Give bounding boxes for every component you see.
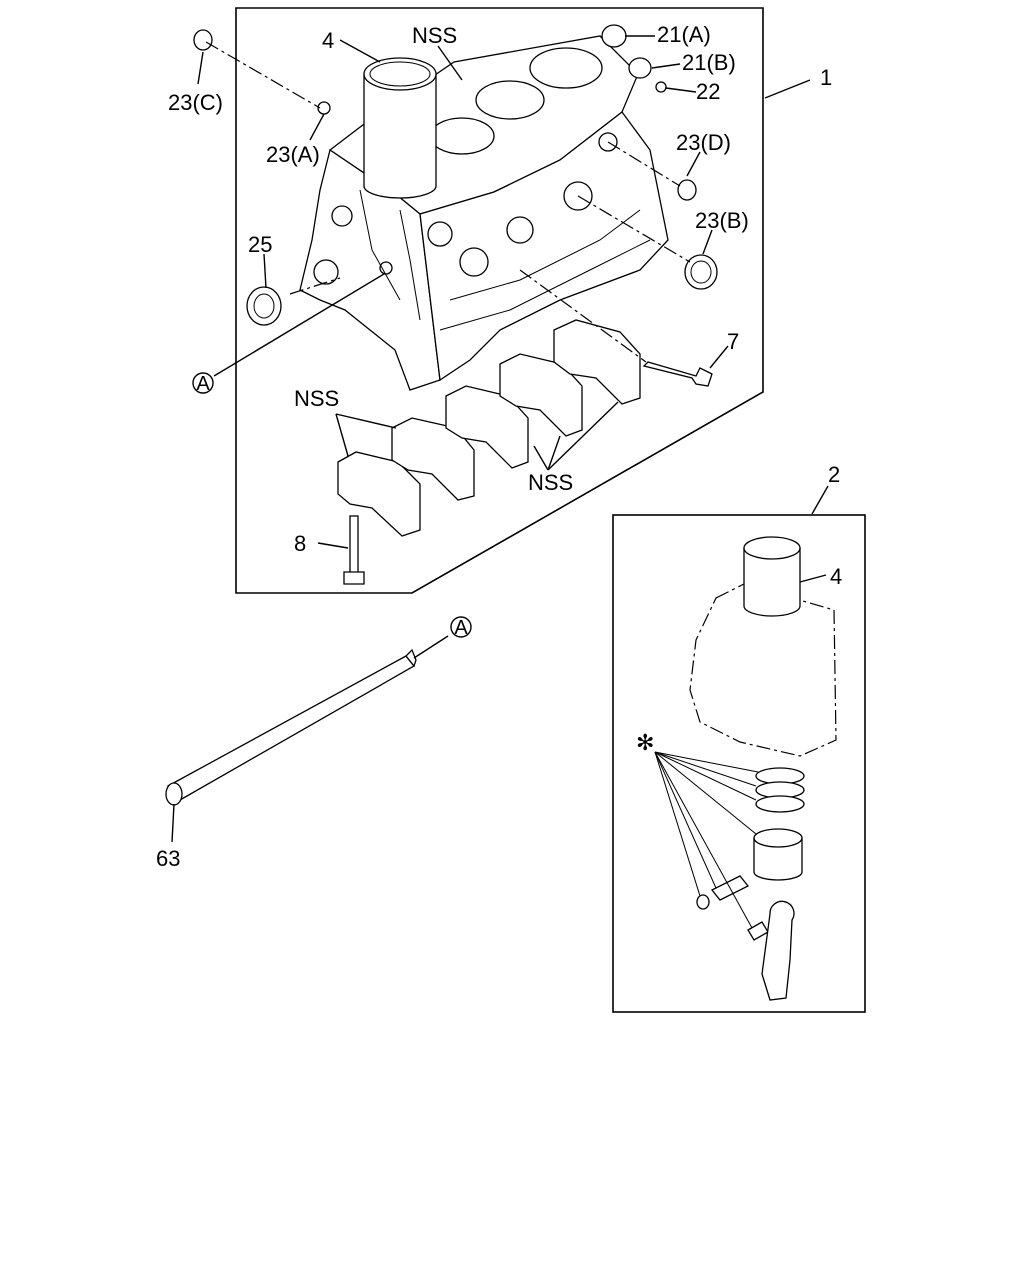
ref-a-shaft-label: A [454,617,468,639]
callout-2: 2 [828,462,840,487]
callout-1: 1 [820,65,832,90]
callout-4-main: 4 [322,28,334,53]
callout-4-sub: 4 [830,564,842,589]
cylinder-liner [363,57,437,199]
callout-23c: 23(C) [168,90,223,115]
callout-labels: 1 2 4 4 7 8 22 25 63 21(A) 21(B) 23(A) 2… [156,22,842,871]
callout-nss-top: NSS [412,23,457,48]
ref-a-shaft: A [450,616,472,639]
callout-7: 7 [727,329,739,354]
callout-23a: 23(A) [266,142,320,167]
callout-63: 63 [156,846,180,871]
callout-nss-bottom: NSS [528,470,573,495]
ref-a-block-label: A [196,373,210,395]
piston-kit-frame [612,514,866,1013]
shaft-63 [165,635,449,843]
callout-8: 8 [294,531,306,556]
callout-23d: 23(D) [676,130,731,155]
callout-21b: 21(B) [682,50,736,75]
plugs-and-seals [193,24,718,326]
callout-22: 22 [696,79,720,104]
callout-23b: 23(B) [695,208,749,233]
callout-21a: 21(A) [657,22,711,47]
callout-nss-left: NSS [294,386,339,411]
piston-kit [654,485,837,1001]
callout-asterisk: ✻ [636,730,654,755]
callout-25: 25 [248,232,272,257]
leader-lines [197,35,811,549]
bolt-7 [642,361,713,387]
ref-a-block: A [192,372,214,395]
bolt-8 [343,515,365,585]
cylinder-block-frame [235,7,764,594]
main-bearing-caps [337,319,641,537]
